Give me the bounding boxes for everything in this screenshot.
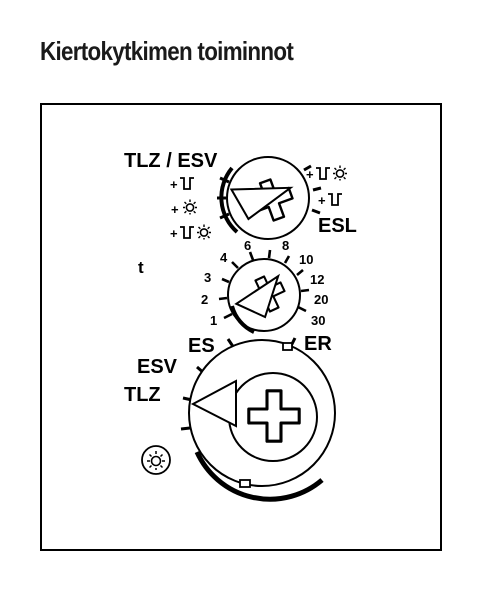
function-dial[interactable]: [217, 156, 322, 240]
svg-text:+: +: [306, 167, 314, 182]
pulse-lamp-icon: +: [170, 224, 212, 241]
pulse-icon: +: [318, 193, 342, 208]
label-t: t: [138, 258, 144, 277]
label-esv: ESV: [137, 356, 178, 378]
mode-dial[interactable]: [180, 337, 336, 502]
svg-text:+: +: [318, 193, 326, 208]
time-scale-4: 4: [220, 250, 228, 265]
label-esl: ESL: [318, 215, 357, 237]
time-scale-10: 10: [299, 252, 313, 267]
panel-frame: [40, 103, 442, 551]
time-scale-3: 3: [204, 270, 211, 285]
pulse-icon: +: [170, 177, 194, 192]
lamp-icon: +: [171, 199, 198, 217]
time-scale-8: 8: [282, 238, 289, 253]
svg-text:+: +: [171, 202, 179, 217]
time-scale-1: 1: [210, 313, 217, 328]
time-scale-6: 6: [244, 238, 251, 253]
label-es: ES: [188, 335, 215, 357]
label-er: ER: [304, 333, 332, 355]
time-scale-12: 12: [310, 272, 324, 287]
label-tlz-esv: TLZ / ESV: [124, 150, 218, 172]
pulse-lamp-icon: +: [306, 165, 348, 182]
svg-text:+: +: [170, 226, 178, 241]
time-scale-2: 2: [201, 292, 208, 307]
time-dial[interactable]: [218, 249, 310, 334]
label-tlz: TLZ: [124, 384, 161, 406]
page-title: Kiertokytkimen toiminnot: [40, 36, 294, 66]
time-scale-30: 30: [311, 313, 325, 328]
permanent-light-icon: [141, 445, 171, 475]
svg-text:+: +: [170, 177, 178, 192]
time-scale-20: 20: [314, 292, 328, 307]
